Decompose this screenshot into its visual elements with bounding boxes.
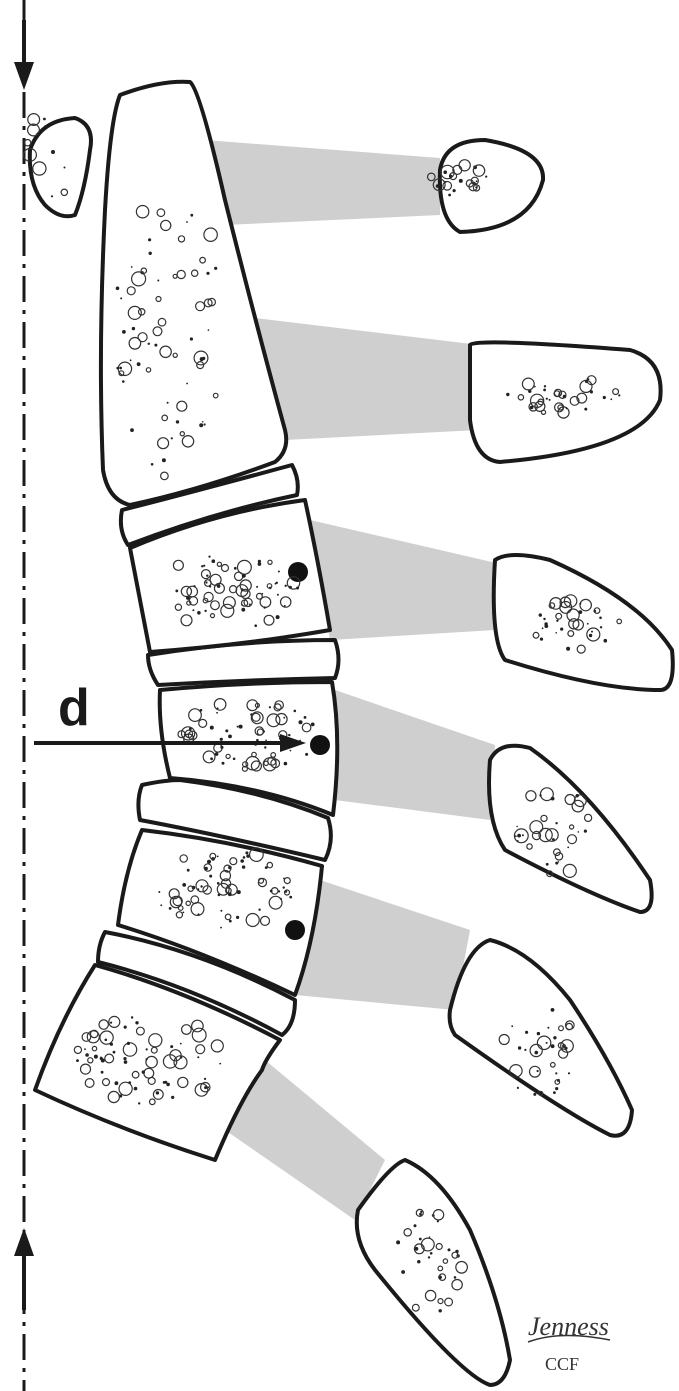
top-down-arrowhead bbox=[14, 62, 34, 90]
reference-axis bbox=[14, 0, 34, 1391]
spinous-process-1 bbox=[440, 140, 543, 232]
spinous-process-2 bbox=[470, 342, 661, 462]
bottom-up-arrowhead bbox=[14, 1228, 34, 1256]
marker-dot-2 bbox=[310, 735, 330, 755]
spinous-process-6 bbox=[357, 1160, 510, 1385]
artist-signature: Jenness CCF bbox=[528, 1312, 610, 1374]
signature-name: Jenness bbox=[528, 1312, 609, 1341]
signature-initials: CCF bbox=[545, 1354, 579, 1374]
spinous-process-5 bbox=[450, 940, 632, 1136]
distance-label: d bbox=[58, 679, 90, 737]
marker-dot-3 bbox=[285, 920, 305, 940]
